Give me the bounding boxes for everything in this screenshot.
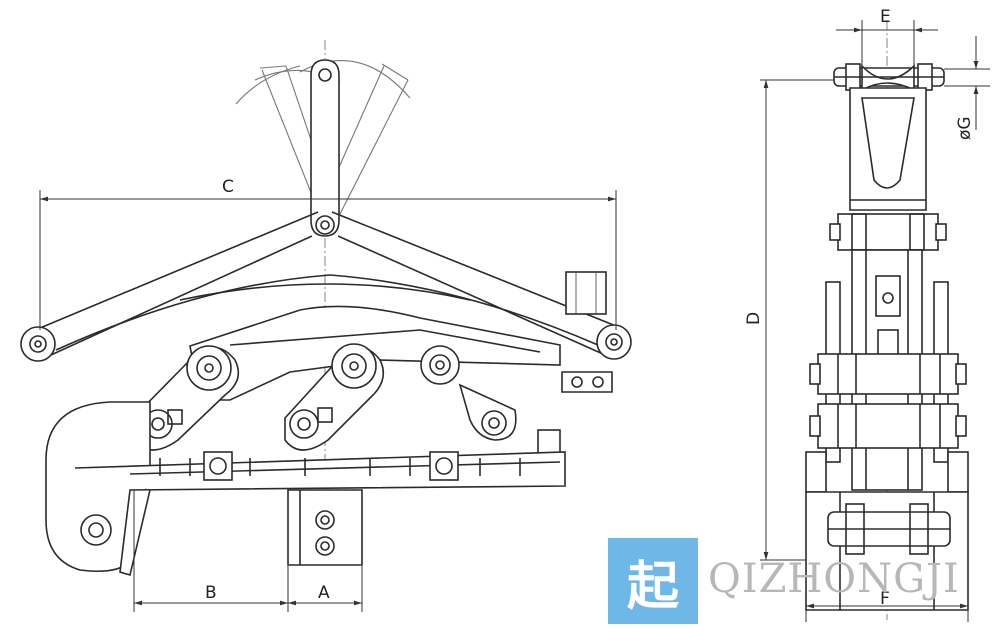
- label-c: C: [222, 177, 234, 197]
- front-view: D E øG F: [744, 7, 990, 622]
- upper-frame: [849, 87, 927, 211]
- side-view: C B A: [20, 40, 632, 612]
- dimension-g: [944, 36, 990, 130]
- label-e: E: [880, 7, 891, 27]
- dimension-d: [760, 79, 834, 561]
- watermark-text: QIZHONGJI: [708, 556, 960, 602]
- label-f: F: [880, 589, 890, 609]
- dimension-b-a: [133, 490, 363, 612]
- pivot-pins: [143, 343, 507, 439]
- watermark-logo: 起: [608, 538, 698, 624]
- dimension-e: [836, 20, 938, 66]
- dimension-f: [805, 603, 969, 622]
- y-frame-arms: [20, 211, 632, 362]
- label-g: øG: [955, 116, 975, 140]
- dimension-c: [39, 190, 617, 330]
- lower-jaw: [805, 451, 969, 611]
- label-b: B: [205, 583, 217, 603]
- top-shackle: [833, 63, 945, 92]
- label-d: D: [744, 312, 764, 325]
- label-a: A: [318, 583, 330, 603]
- upper-pin-block: [829, 213, 947, 251]
- lifting-link: [310, 59, 340, 237]
- jaw-ribs: [159, 458, 521, 476]
- right-bracket: [537, 271, 613, 455]
- jaw-assembly: [45, 401, 566, 577]
- watermark-char: 起: [626, 555, 679, 617]
- middle-pin-blocks: [809, 353, 967, 449]
